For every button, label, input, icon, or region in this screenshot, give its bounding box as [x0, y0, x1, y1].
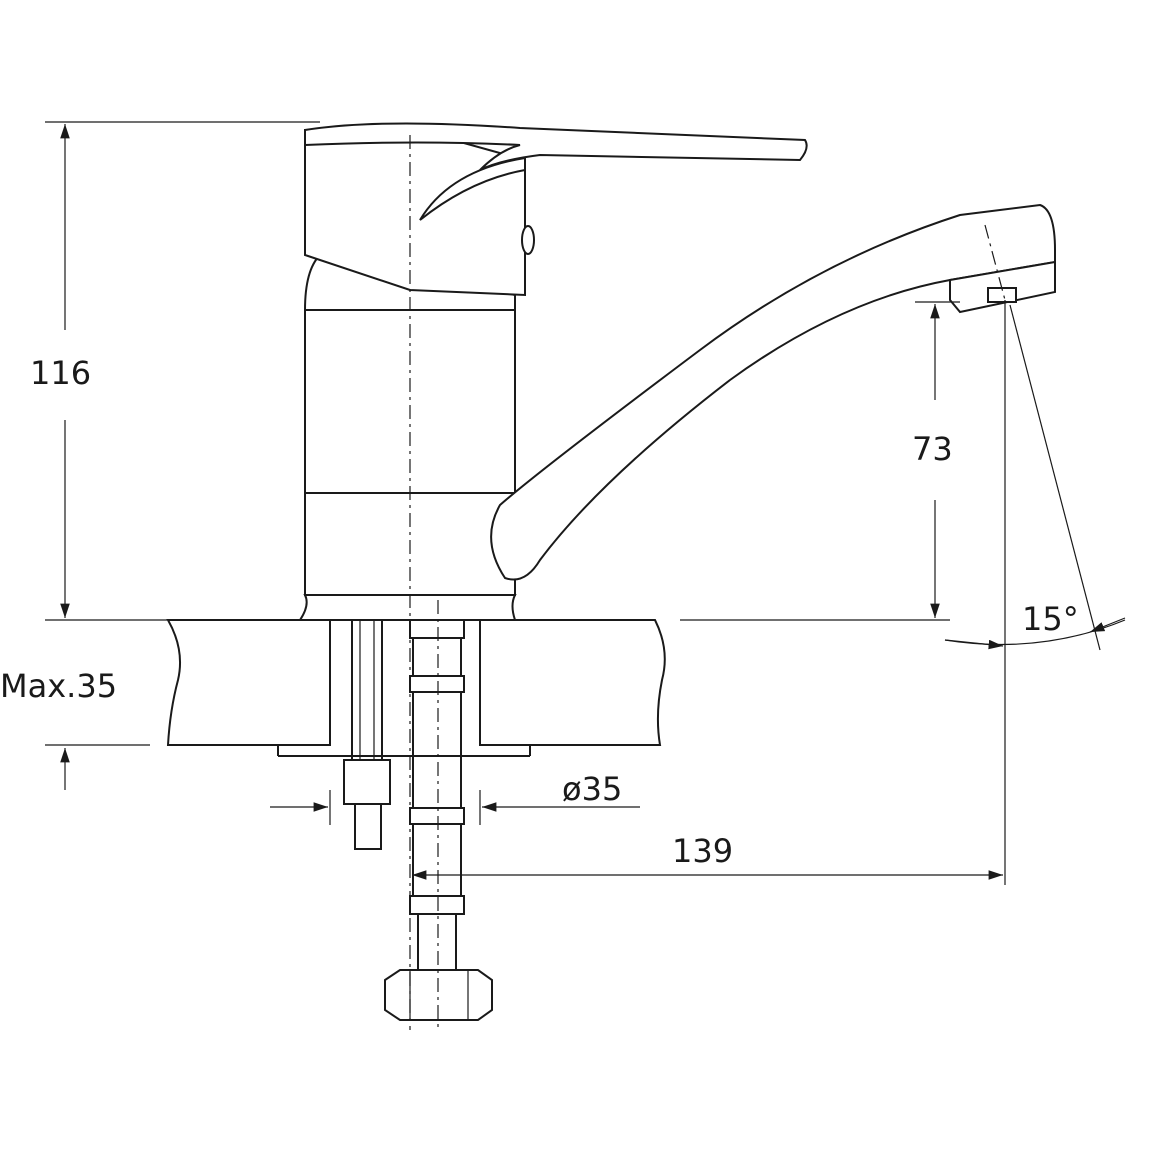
dimension-angle-label: 15° — [1022, 600, 1079, 638]
dimension-max35: Max.35 — [0, 667, 117, 790]
faucet-body — [298, 122, 1056, 621]
dimension-116-label: 116 — [30, 354, 91, 392]
dimension-angle: 15° — [944, 600, 1126, 650]
dimension-diameter-label: ø35 — [562, 770, 622, 808]
dimension-116: 116 — [30, 124, 91, 618]
lever-handle — [304, 122, 808, 171]
mounting-bolt — [343, 619, 391, 850]
countertop-section — [166, 619, 666, 757]
dimension-max35-label: Max.35 — [0, 667, 117, 705]
dimension-73: 73 — [912, 304, 953, 618]
hex-nut — [384, 969, 493, 1021]
supply-hose — [384, 619, 493, 1021]
dimension-139: 139 — [412, 832, 1003, 880]
dimension-diameter: ø35 — [270, 770, 640, 825]
spout — [490, 203, 1056, 581]
dimension-73-label: 73 — [912, 430, 953, 468]
dimension-139-label: 139 — [672, 832, 733, 870]
